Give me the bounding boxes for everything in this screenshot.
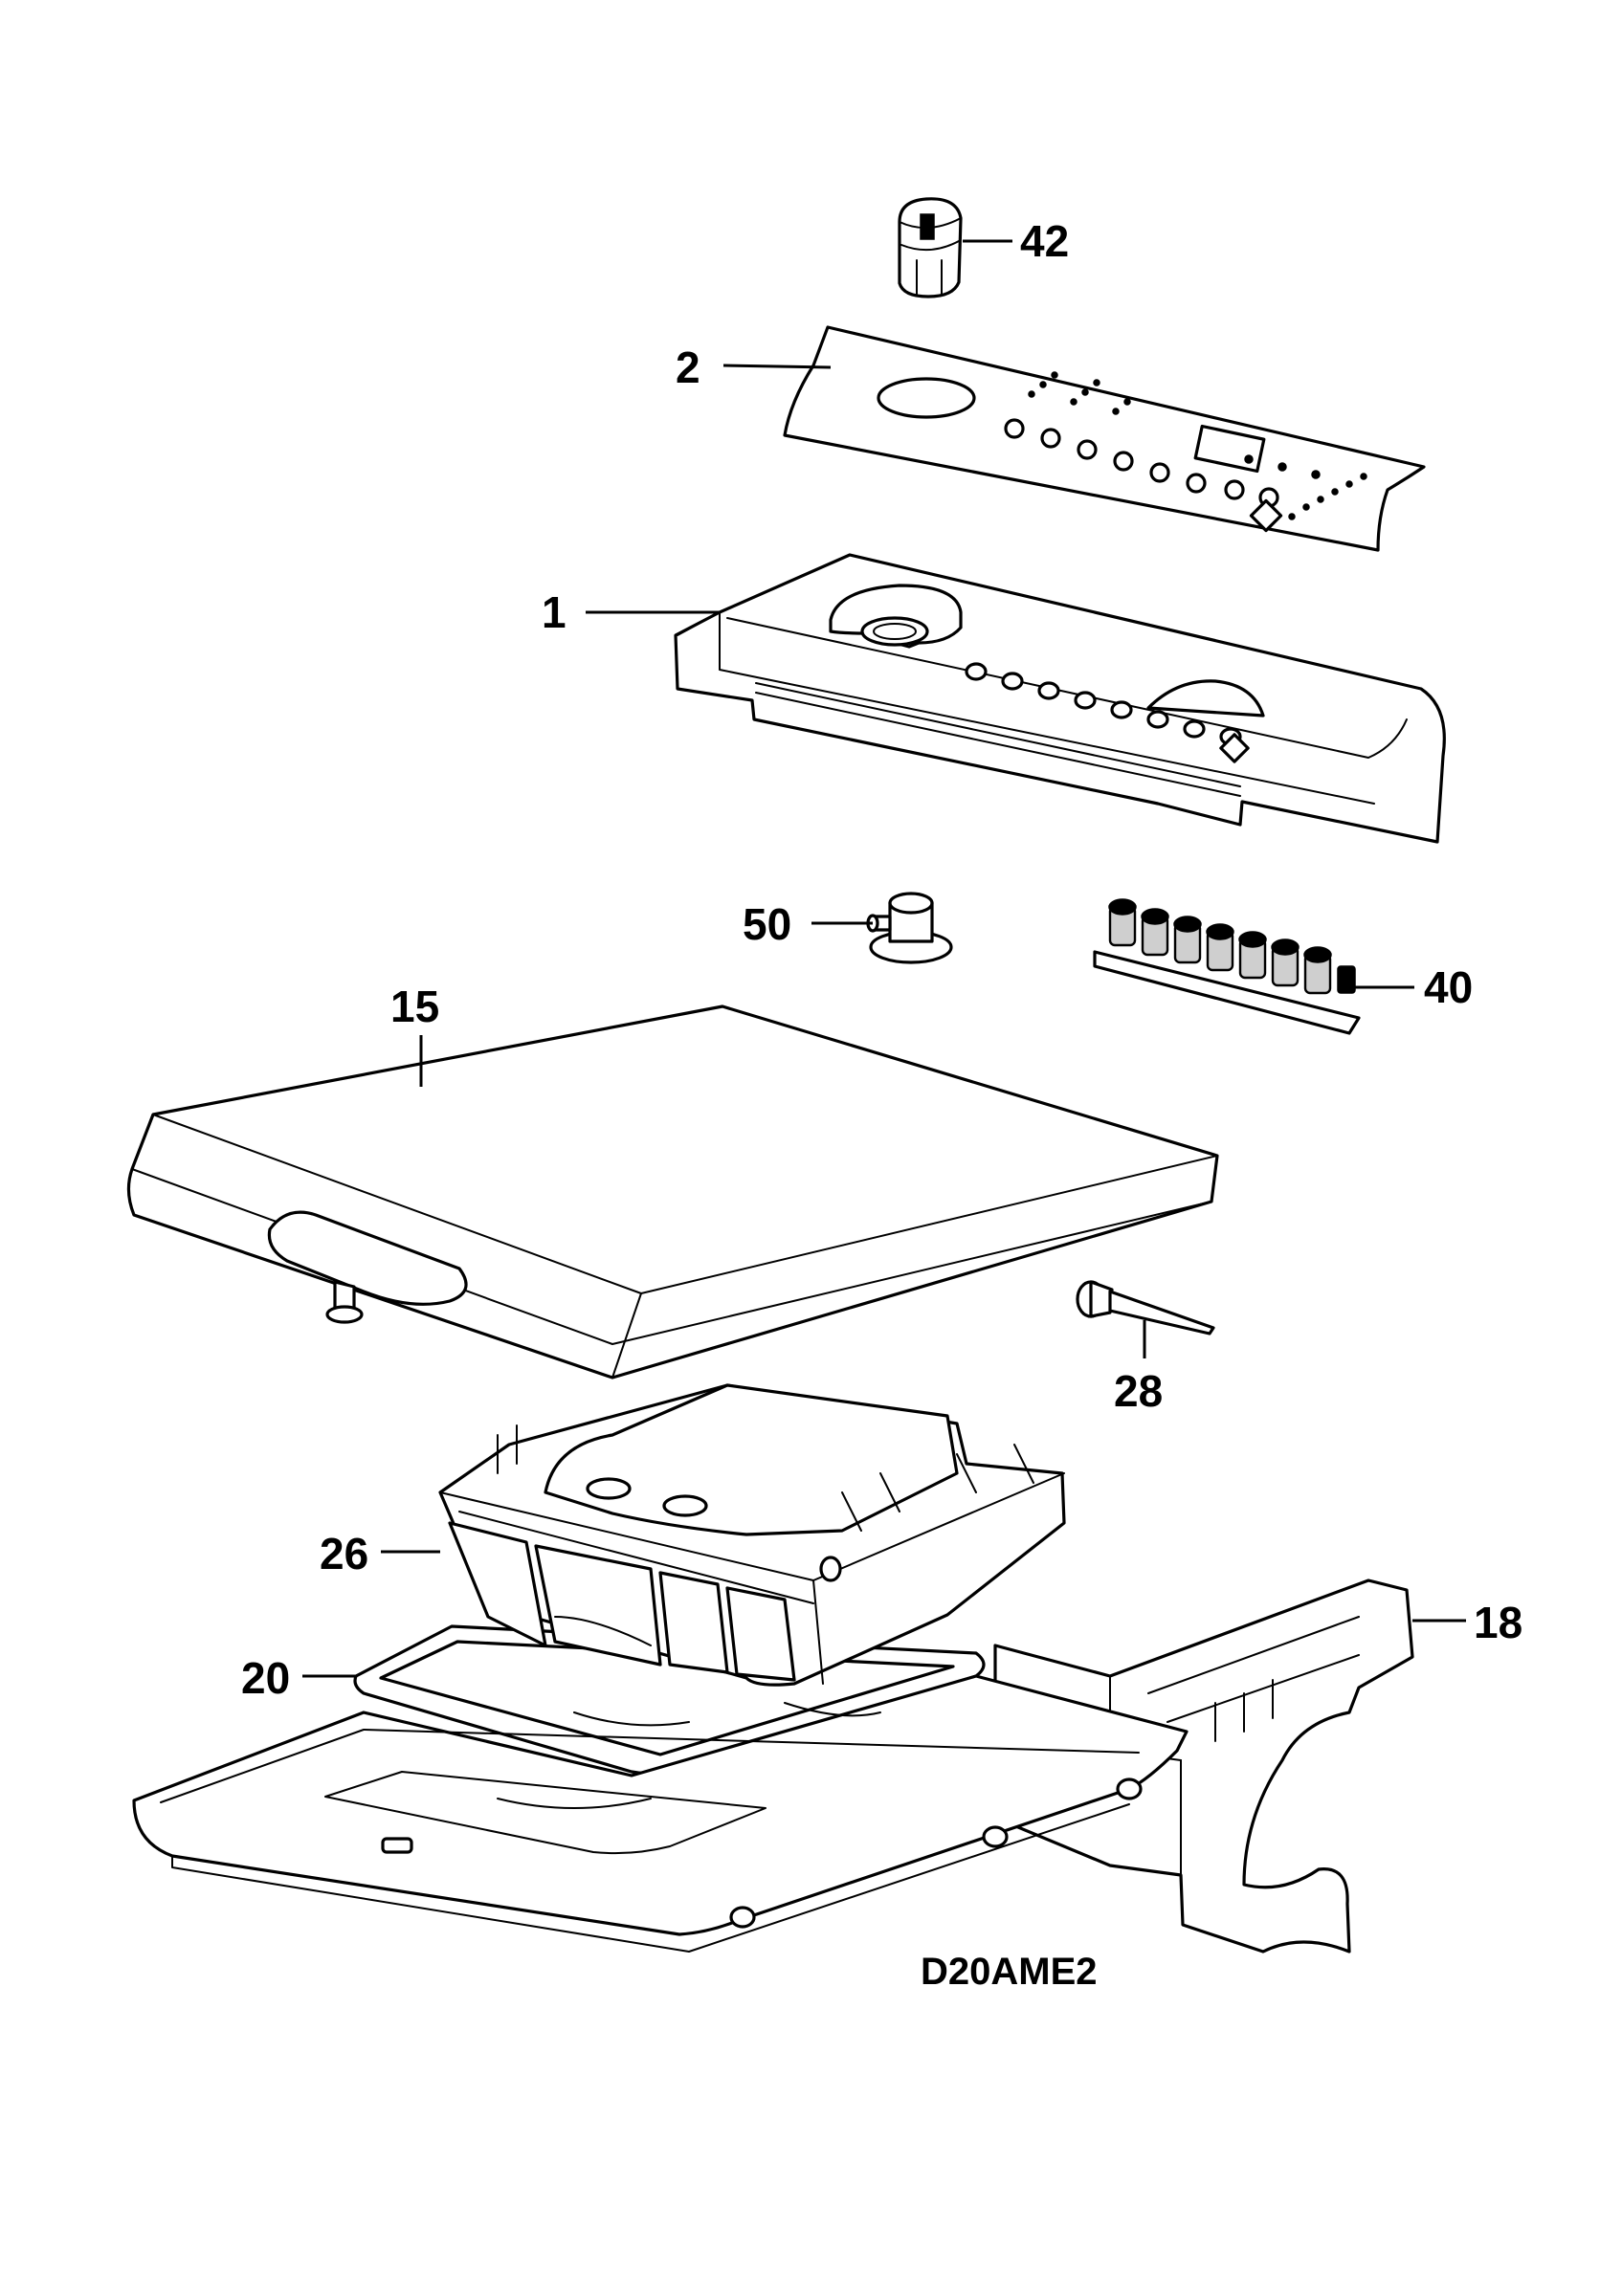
callout-28: 28 [1114,1366,1163,1416]
part-18-bracket [993,1578,1414,1954]
callout-1: 1 [542,587,567,637]
panel-overlay-indicator-dots [1028,371,1367,520]
part-base-top [132,1674,1189,1953]
callout-50: 50 [743,899,791,949]
part-50-fitting [866,892,953,964]
panel-overlay-buttons [1004,418,1283,533]
part-28-pin [1076,1280,1215,1336]
leader-2 [722,364,832,369]
callout-40: 40 [1424,962,1473,1012]
callout-20: 20 [241,1653,290,1703]
part-42-knob [898,197,963,298]
part-26-dispenser [438,1383,1066,1687]
drawing-code: D20AME2 [921,1951,1098,1993]
part-2-panel-overlay [783,325,1426,552]
callout-42: 42 [1020,216,1069,266]
callout-15: 15 [390,982,439,1031]
part-40-selector-board [1093,898,1361,1035]
control-panel-buttons [965,662,1250,763]
leader-lines [302,239,1466,1678]
callout-26: 26 [320,1529,368,1578]
callout-labels: 42 2 1 50 40 15 28 26 18 20 D20AME2 [241,216,1522,1993]
part-1-control-panel [674,553,1446,844]
selector-board-knobs [1108,898,1356,995]
callout-18: 18 [1474,1598,1522,1647]
callout-2: 2 [676,342,700,392]
part-15-lid [126,1004,1219,1380]
